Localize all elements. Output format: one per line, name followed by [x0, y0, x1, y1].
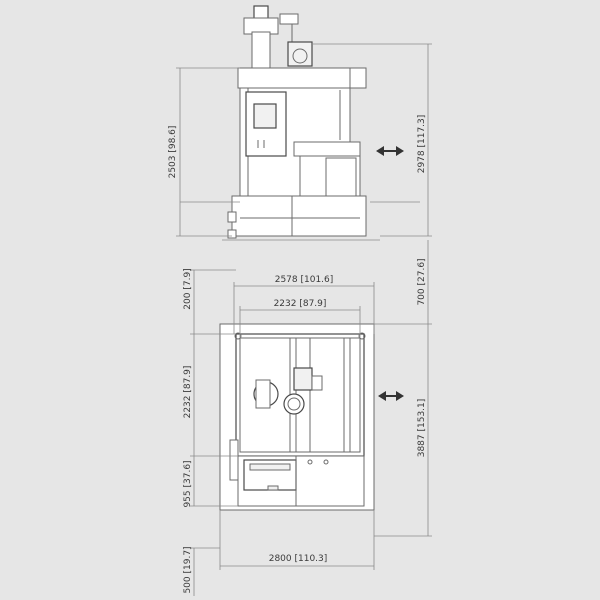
top-clearance-label: 200 [7.9] — [183, 268, 193, 309]
total-depth-label: 3887 [153.1] — [417, 399, 427, 458]
wheel-housing — [283, 393, 305, 415]
door-pin — [307, 459, 313, 465]
door-pin — [323, 459, 329, 465]
double-arrow-icon — [378, 391, 404, 401]
inner-frame-inset — [239, 337, 361, 453]
total-height-label: 2978 [117.3] — [417, 115, 427, 174]
corner-post — [358, 332, 366, 340]
duct-outlet — [279, 13, 299, 25]
double-arrow-icon — [376, 146, 404, 156]
leveling-foot — [227, 229, 237, 239]
corner-post — [234, 332, 242, 340]
door-tab — [267, 485, 279, 491]
wheel — [287, 397, 301, 411]
side-hinge — [229, 439, 239, 481]
front-elevation — [176, 5, 432, 324]
inner-width-label: 2232 [87.9] — [274, 299, 327, 309]
motor-cap — [311, 375, 323, 391]
cabinet-top — [237, 67, 367, 89]
spindle-mount — [255, 379, 271, 409]
inner-depth-label: 2232 [87.9] — [183, 366, 193, 419]
floor-offset-label: 700 [27.6] — [417, 258, 427, 305]
front-clearance-label: 500 [19.7] — [183, 546, 193, 593]
motor-gearbox — [287, 41, 313, 67]
motor-plan — [293, 367, 313, 391]
door-depth-label: 955 [37.6] — [183, 460, 193, 507]
base-frame — [231, 195, 367, 237]
stack-column — [251, 31, 271, 69]
outer-width-label: 2578 [101.6] — [275, 275, 334, 285]
top-box — [349, 67, 367, 89]
plan-view — [190, 269, 432, 596]
side-door — [325, 157, 357, 199]
footprint-width-label: 2800 [110.3] — [269, 554, 328, 564]
side-compartment-top — [293, 141, 361, 157]
drawer-handle — [249, 463, 291, 471]
gearbox-wheel — [292, 48, 308, 64]
hmi-screen — [253, 103, 277, 129]
elevation-height-label: 2503 [98.6] — [168, 126, 178, 179]
leveling-foot — [227, 211, 237, 223]
